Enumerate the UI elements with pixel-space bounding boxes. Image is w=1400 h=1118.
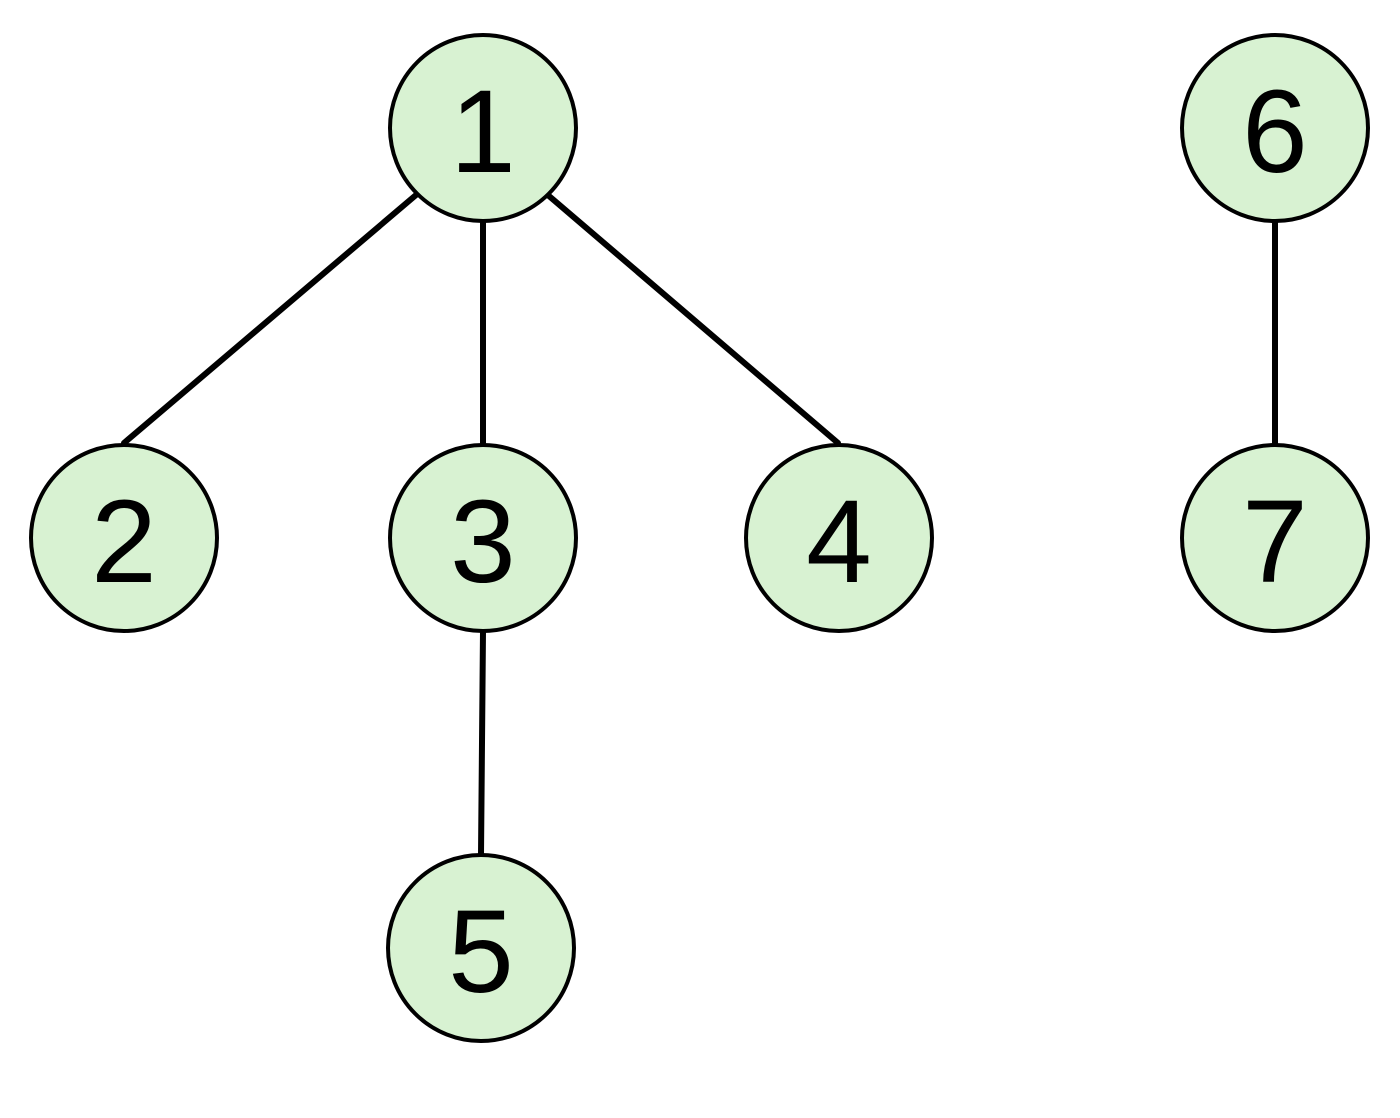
node-6-circle [1180,33,1370,223]
edge-1-2 [121,192,419,446]
node-5: 5 [386,853,576,1043]
edges-group [121,192,1278,858]
node-7-circle [1180,443,1370,633]
node-6-label: 6 [1242,66,1308,198]
edge-3-5 [478,628,486,858]
node-2-label: 2 [91,476,157,608]
node-1-circle [388,33,578,223]
node-4: 4 [744,443,934,633]
node-2: 2 [29,443,219,633]
node-5-circle [386,853,576,1043]
edge-1-4 [546,193,841,446]
node-7: 7 [1180,443,1370,633]
node-1: 1 [388,33,578,223]
node-7-label: 7 [1242,476,1308,608]
node-2-circle [29,443,219,633]
nodes-group: 1 2 3 4 5 6 7 [29,33,1370,1043]
node-1-label: 1 [450,66,516,198]
node-5-label: 5 [448,886,514,1018]
node-4-label: 4 [806,476,872,608]
node-4-circle [744,443,934,633]
node-3-circle [388,443,578,633]
node-3: 3 [388,443,578,633]
node-3-label: 3 [450,476,516,608]
node-6: 6 [1180,33,1370,223]
